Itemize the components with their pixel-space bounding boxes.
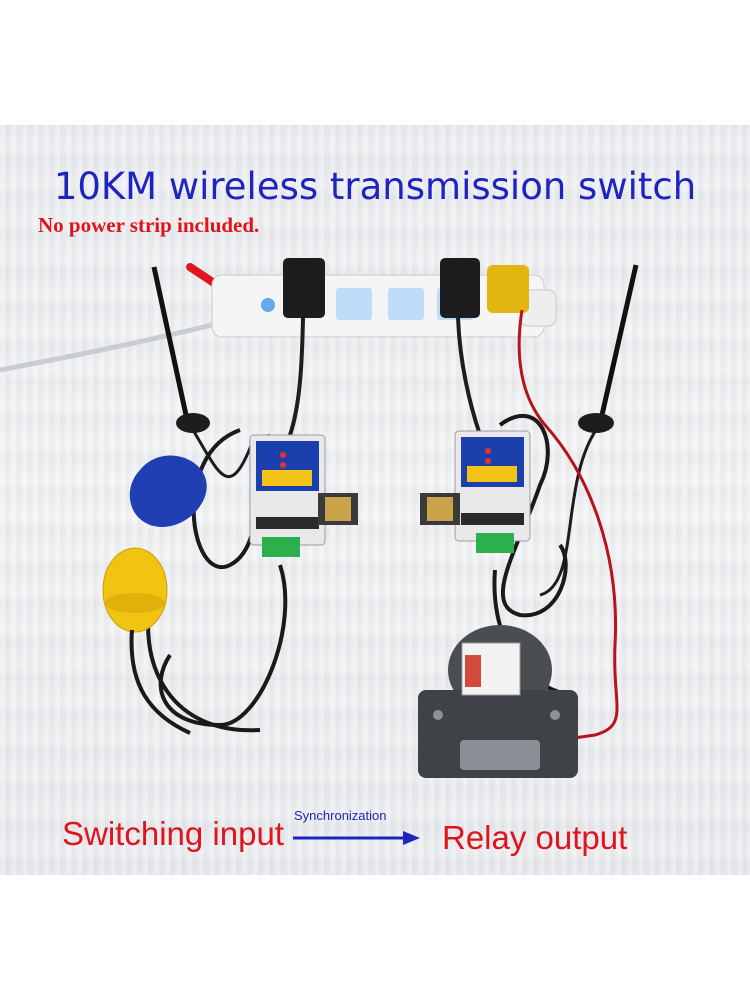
relay-output-label: Relay output — [442, 819, 628, 856]
yellow-plug — [487, 265, 529, 313]
float-switch — [102, 455, 207, 735]
synchronization-arrow — [293, 831, 420, 845]
product-photo: 10KM wireless transmission switch No pow… — [0, 125, 750, 875]
left-power-adapter — [283, 258, 325, 436]
left-antenna — [151, 266, 257, 478]
scene-illustration — [0, 258, 639, 845]
right-receiver-module — [420, 430, 531, 553]
photo-title: 10KM wireless transmission switch — [53, 165, 697, 208]
no-power-strip-note: No power strip included. — [38, 213, 260, 237]
right-antenna — [539, 264, 639, 597]
left-receiver-module — [249, 434, 358, 557]
right-power-adapter — [440, 258, 482, 436]
synchronization-label: Synchronization — [294, 808, 387, 823]
switching-input-label: Switching input — [62, 815, 284, 852]
motor-device — [418, 625, 578, 778]
